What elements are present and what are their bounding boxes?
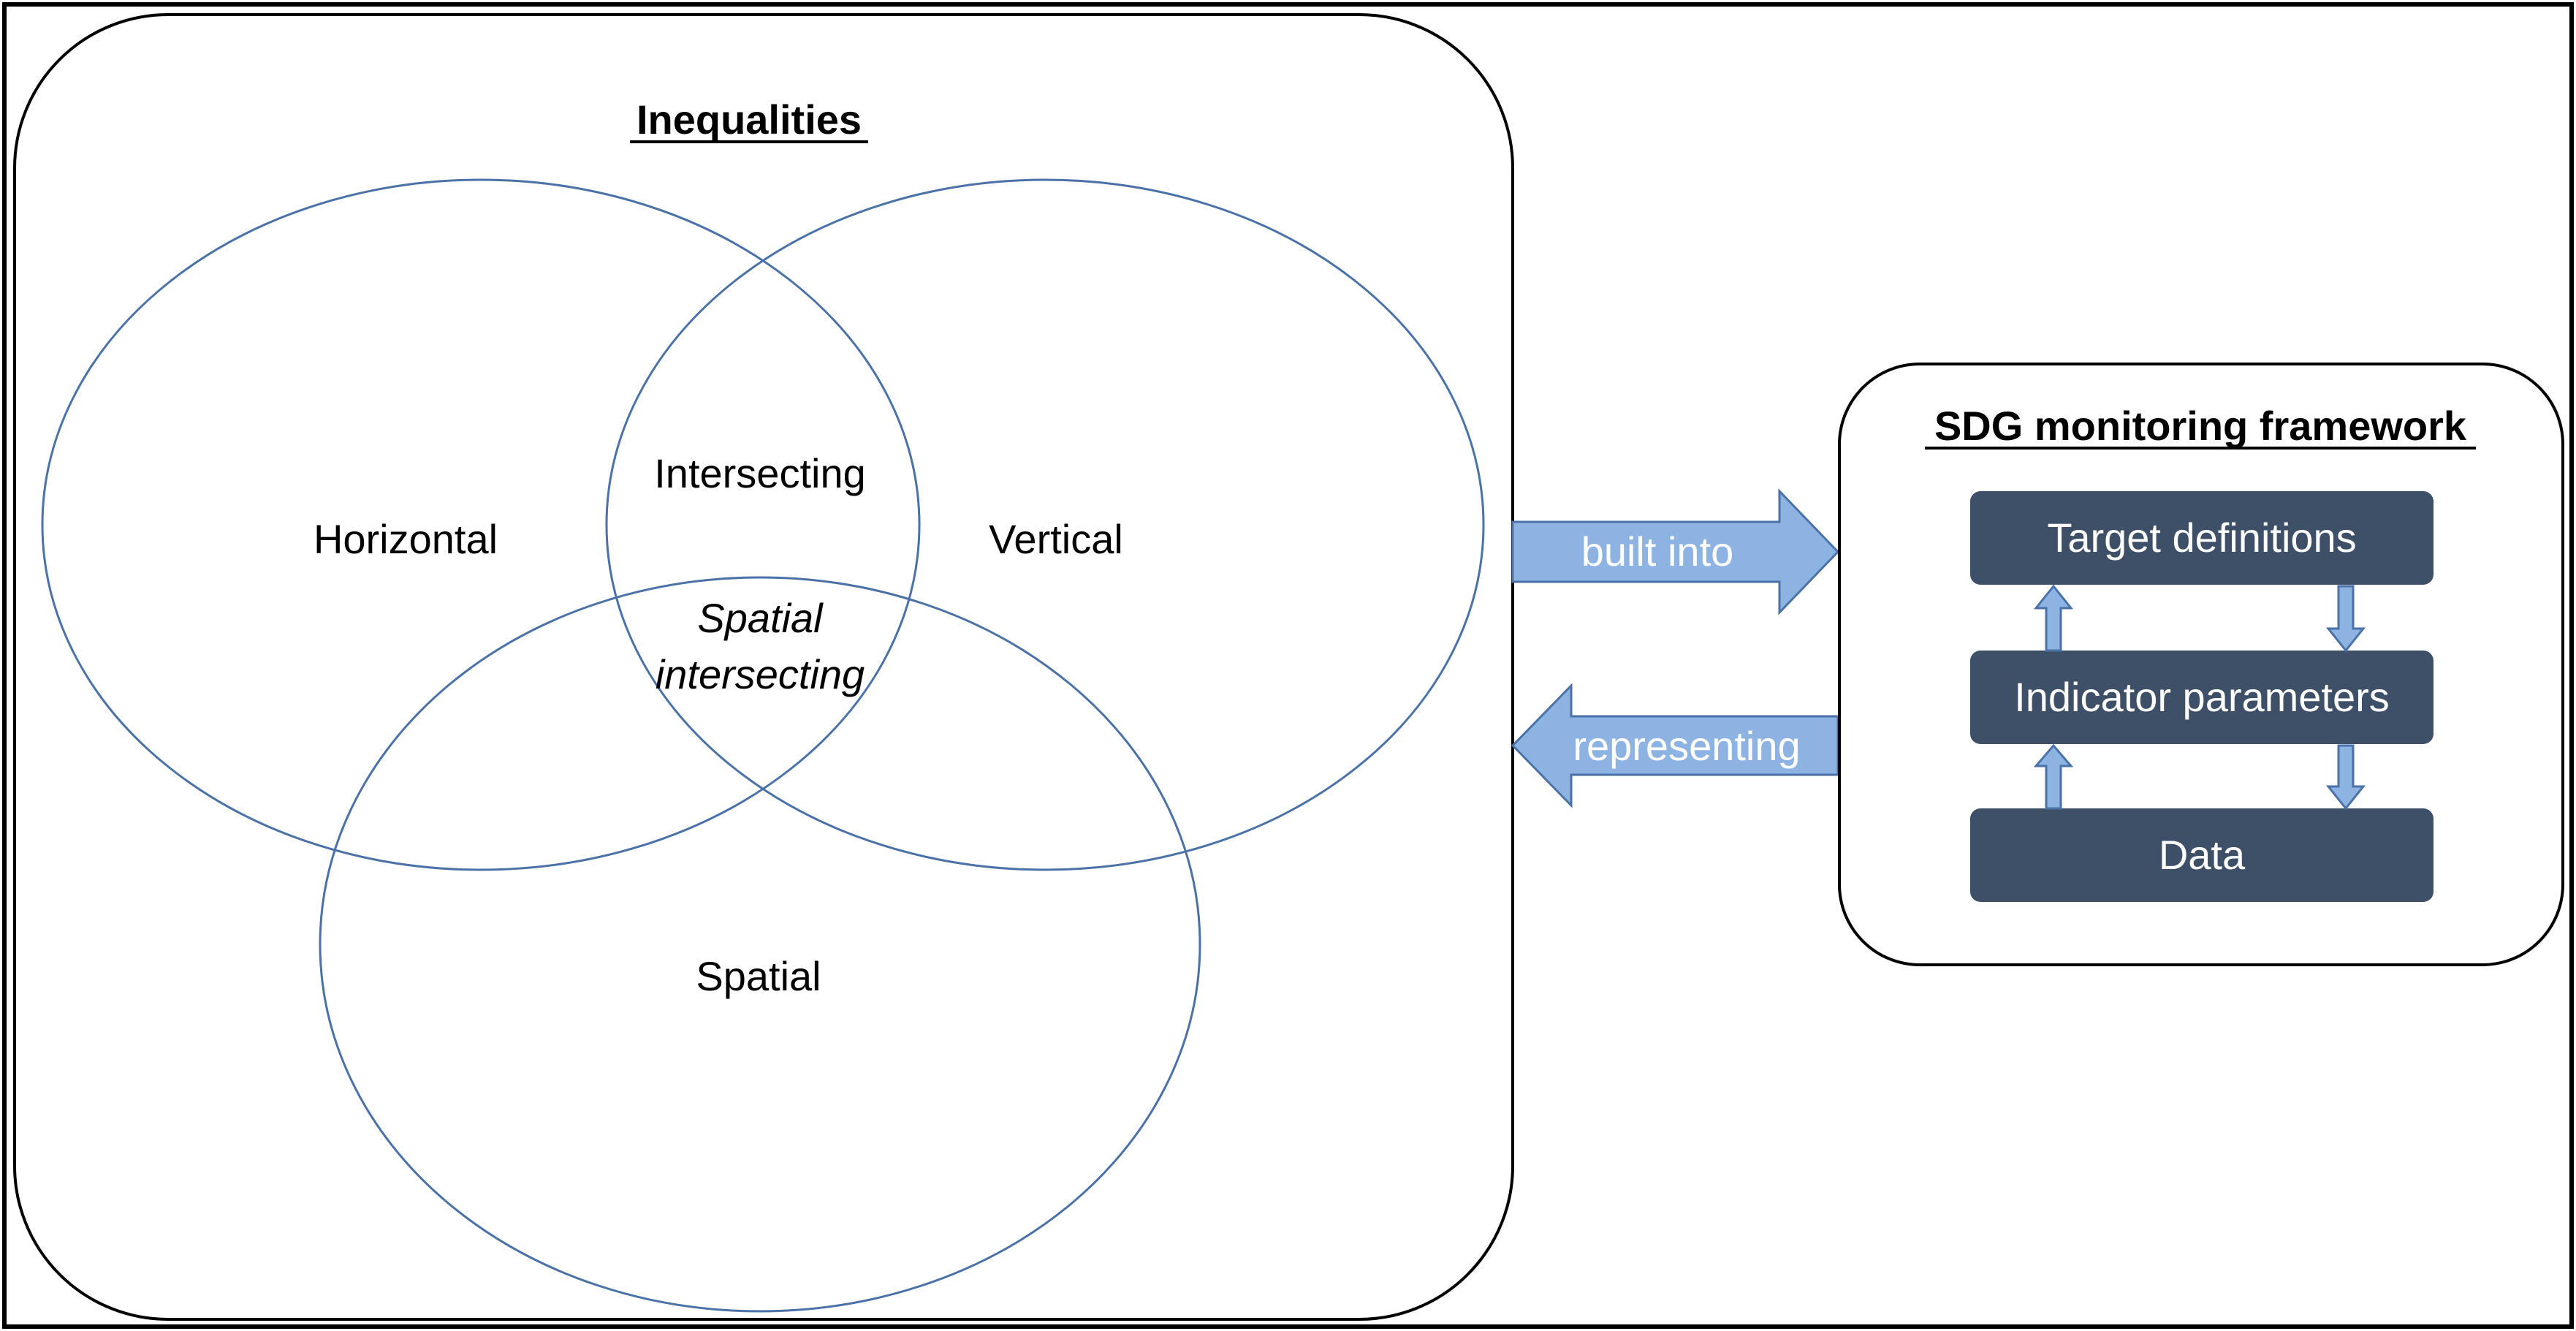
representing-arrow [1511, 683, 1839, 808]
spatial-circle [319, 576, 1201, 1313]
spatial-intersecting-label-line1: Spatial [697, 595, 824, 641]
spatial-intersecting-label-line2: intersecting [656, 651, 865, 697]
horizontal-label: Horizontal [314, 516, 498, 562]
down-arrow-indicator-to-data [2325, 744, 2366, 811]
intersecting-label: Intersecting [654, 450, 866, 496]
vertical-label: Vertical [989, 516, 1123, 562]
indicator-parameters-label: Indicator parameters [2014, 674, 2390, 720]
target-definitions-box [1970, 491, 2433, 585]
horizontal-circle [41, 178, 921, 871]
up-arrow-data-to-indicator [2033, 743, 2074, 810]
built-into-arrow [1511, 488, 1840, 615]
vertical-circle [605, 178, 1485, 871]
representing-label: representing [1573, 723, 1800, 769]
target-definitions-label: Target definitions [2047, 515, 2356, 561]
inequalities-panel [13, 13, 1514, 1321]
data-box [1970, 808, 2433, 902]
sdg-title: SDG monitoring framework [1934, 403, 2467, 449]
up-arrow-indicator-to-target [2033, 584, 2074, 652]
inequalities-title: Inequalities [637, 96, 862, 143]
built-into-label: built into [1581, 528, 1734, 575]
spatial-label: Spatial [696, 953, 821, 999]
data-label: Data [2159, 832, 2246, 878]
down-arrow-target-to-indicator [2325, 585, 2366, 653]
indicator-parameters-box [1970, 651, 2433, 744]
